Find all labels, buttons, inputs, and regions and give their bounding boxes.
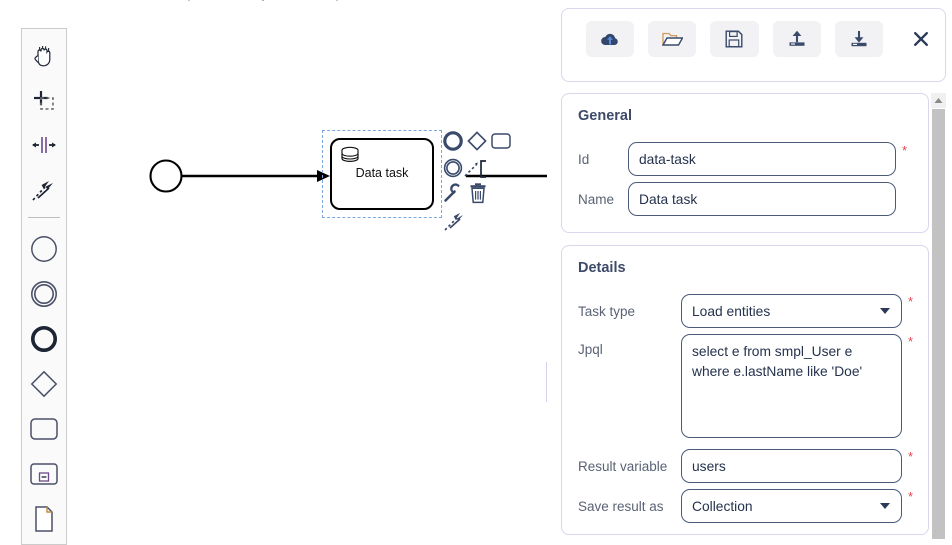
delete-element-trash-icon[interactable]: [468, 183, 488, 204]
database-icon: [341, 146, 359, 163]
task-type-label: Task type: [578, 303, 636, 319]
name-field-label: Name: [578, 191, 615, 207]
open-button[interactable]: [648, 21, 697, 57]
scrollbar-thumb[interactable]: [932, 109, 945, 539]
details-section: Details Task type Load entities * Jpql s…: [561, 245, 929, 535]
sequence-flow-1[interactable]: [182, 170, 330, 182]
diamond-icon: [30, 370, 58, 397]
panel-scrollbar[interactable]: [931, 93, 946, 545]
details-section-title: Details: [578, 260, 626, 276]
result-variable-required-marker: *: [907, 449, 913, 464]
subprocess-icon: [30, 462, 58, 485]
floppy-disk-icon: [725, 30, 743, 48]
modeler-toolbar: [561, 8, 946, 82]
jpql-required-marker: *: [907, 334, 913, 349]
jpql-textarea[interactable]: select e from smpl_User e where e.lastNa…: [681, 334, 902, 438]
id-input[interactable]: [628, 142, 896, 176]
id-field-row: Id *: [578, 142, 914, 176]
save-result-as-value[interactable]: Collection: [681, 489, 902, 523]
result-variable-label: Result variable: [578, 458, 668, 474]
folder-open-icon: [661, 32, 683, 46]
create-start-event[interactable]: [22, 226, 66, 271]
double-circle-icon: [31, 280, 57, 307]
context-pad[interactable]: [440, 130, 512, 236]
rounded-rect-icon: [30, 417, 58, 440]
create-task[interactable]: [22, 406, 66, 451]
space-icon: [32, 136, 56, 153]
result-variable-field[interactable]: *: [681, 449, 913, 483]
connect-element-icon[interactable]: [443, 210, 467, 234]
lasso-tool[interactable]: [22, 78, 66, 123]
deploy-button[interactable]: [586, 21, 635, 57]
upload-icon: [789, 30, 805, 46]
general-section: General Id * Name: [561, 93, 929, 233]
close-icon: [913, 32, 928, 46]
append-gateway-icon[interactable]: [466, 130, 488, 152]
chevron-down-icon: [880, 503, 890, 509]
create-end-event[interactable]: [22, 316, 66, 361]
task-label: Data task: [355, 166, 409, 180]
general-section-title: General: [578, 108, 632, 124]
task-type-row: Task type Load entities *: [578, 294, 914, 328]
create-intermediate-event[interactable]: [22, 271, 66, 316]
space-tool[interactable]: [22, 123, 66, 168]
task-type-required-marker: *: [907, 294, 913, 309]
hand-tool[interactable]: [22, 33, 66, 78]
hand-icon: [34, 45, 51, 66]
import-button[interactable]: [772, 21, 821, 57]
chevron-down-icon: [880, 308, 890, 314]
append-end-event-icon[interactable]: [442, 130, 464, 152]
save-result-as-row: Save result as Collection *: [578, 489, 914, 523]
task-type-value[interactable]: Load entities: [681, 294, 902, 328]
circle-thick-icon: [31, 325, 57, 352]
save-result-as-required-marker: *: [907, 489, 913, 504]
connect-icon: [32, 180, 53, 201]
name-field[interactable]: [628, 182, 896, 216]
append-intermediate-event-icon[interactable]: [442, 157, 464, 179]
circle-thin-icon: [31, 235, 57, 262]
save-result-as-select[interactable]: Collection *: [681, 489, 913, 523]
data-task-shape[interactable]: Data task: [322, 130, 442, 218]
global-connect-tool[interactable]: [22, 168, 66, 213]
close-button[interactable]: [897, 21, 945, 57]
triangle-up-icon: [934, 98, 943, 103]
download-icon: [851, 31, 867, 47]
palette-group-tools: [22, 29, 66, 213]
create-subprocess[interactable]: [22, 451, 66, 496]
lasso-icon: [34, 90, 54, 110]
jpql-row: Jpql select e from smpl_User e where e.l…: [578, 334, 914, 438]
jpql-label: Jpql: [578, 342, 603, 357]
document-icon: [35, 505, 53, 532]
selection-outline: [322, 130, 442, 218]
id-required-marker: *: [901, 143, 907, 158]
export-button[interactable]: [834, 21, 883, 57]
palette-separator: [28, 217, 60, 218]
append-text-annotation-icon[interactable]: [464, 159, 496, 179]
name-input[interactable]: [628, 182, 896, 216]
diagram-graphics: [149, 159, 547, 193]
append-task-icon[interactable]: [490, 132, 512, 150]
bpmn-canvas[interactable]: Data task: [0, 0, 547, 545]
name-field-row: Name: [578, 182, 914, 216]
jpql-field[interactable]: select e from smpl_User e where e.lastNa…: [681, 334, 913, 438]
task-type-select[interactable]: Load entities *: [681, 294, 913, 328]
cloud-upload-icon: [601, 33, 618, 45]
palette-group-shapes: [22, 222, 66, 541]
modeler-palette[interactable]: [21, 28, 67, 545]
result-variable-row: Result variable *: [578, 449, 914, 483]
save-result-as-label: Save result as: [578, 498, 664, 514]
id-field[interactable]: *: [628, 142, 907, 176]
create-data-object[interactable]: [22, 496, 66, 541]
start-event[interactable]: [149, 159, 183, 193]
result-variable-input[interactable]: [681, 449, 902, 483]
create-gateway[interactable]: [22, 361, 66, 406]
change-type-wrench-icon[interactable]: [442, 182, 464, 204]
save-button[interactable]: [710, 21, 759, 57]
id-field-label: Id: [578, 151, 590, 167]
scrollbar-up-button[interactable]: [931, 93, 946, 108]
